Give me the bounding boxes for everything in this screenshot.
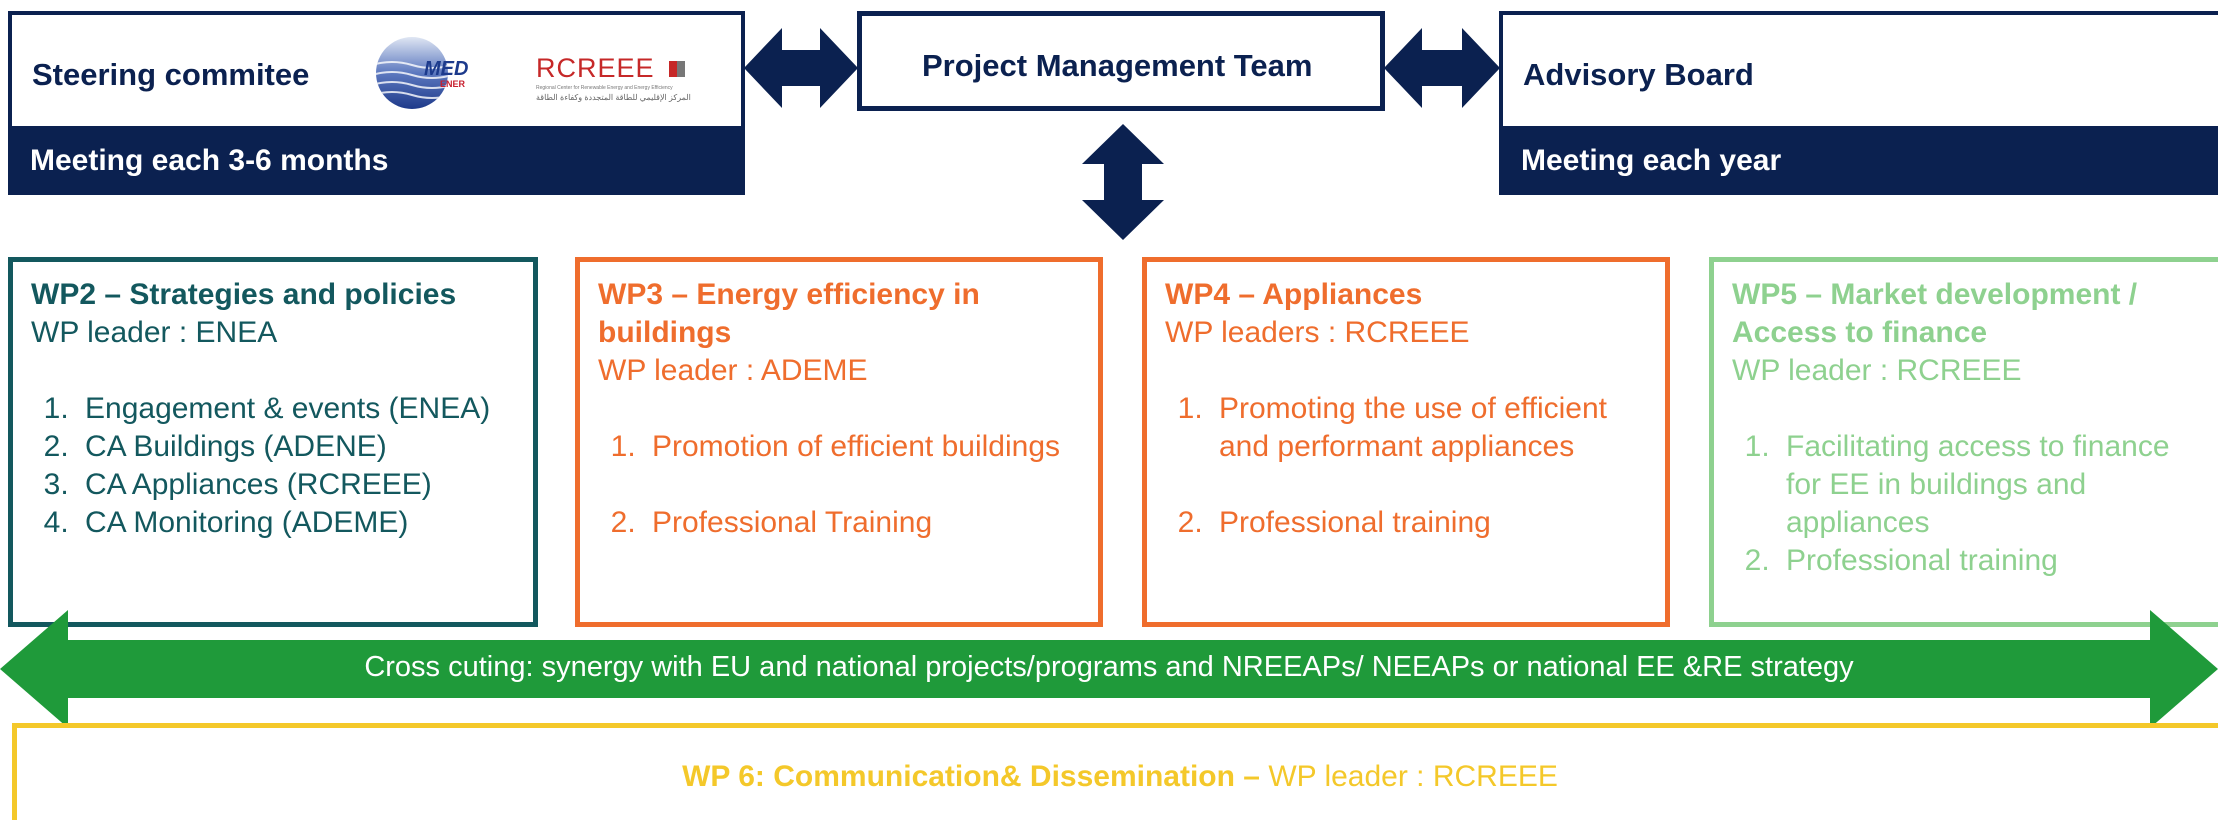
wp3-list: Promotion of efficient buildings Profess… [598,428,1080,542]
double-arrow-vertical-icon [1082,124,1164,240]
wp3-box: WP3 – Energy efficiency in buildings WP … [575,257,1103,627]
steering-meeting-bar: Meeting each 3-6 months [8,126,745,195]
list-item: CA Monitoring (ADEME) [77,504,515,542]
double-arrow-wide-icon [0,610,2218,728]
double-arrow-horizontal-icon [1384,28,1500,108]
wp2-box: WP2 – Strategies and policies WP leader … [8,257,538,627]
rcreee-logo: RCREEE Regional Center for Renewable Ene… [536,53,716,113]
wp2-list: Engagement & events (ENEA) CA Buildings … [31,390,515,542]
list-item: Facilitating access to finance for EE in… [1778,428,2191,542]
med-ener-logo: MED ENER [372,35,482,111]
wp5-box: WP5 – Market development / Access to fin… [1709,257,2218,627]
list-item: Professional training [1211,504,1647,542]
wp3-leader: WP leader : ADEME [598,354,868,387]
wp2-title: WP2 – Strategies and policies [31,278,457,311]
wp4-leader: WP leaders : RCREEE [1165,316,1470,349]
project-management-team-title: Project Management Team [922,48,1313,83]
list-item: Professional training [1778,542,2191,580]
list-item: Professional Training [644,504,1080,542]
wp2-leader: WP leader : ENEA [31,316,278,349]
advisory-board-box: Advisory Board [1499,11,2218,126]
wp5-leader: WP leader : RCREEE [1732,354,2022,387]
list-item: CA Buildings (ADENE) [77,428,515,466]
wp5-title-line1: WP5 – Market development / [1732,278,2138,311]
project-management-team-box: Project Management Team [857,11,1385,111]
wp3-title-line1: WP3 – Energy efficiency in [598,278,980,311]
rcreee-logo-caption-en: Regional Center for Renewable Energy and… [536,85,673,91]
steering-committee-box: Steering commitee MED ENER R [8,11,745,126]
advisory-board-title: Advisory Board [1523,57,1754,92]
wp6-title: WP 6: Communication& Dissemination – [682,760,1260,793]
list-item: Promotion of efficient buildings [644,428,1080,466]
rcreee-logo-text: RCREEE [536,53,655,83]
med-ener-logo-text: MED [424,58,468,80]
rcreee-logo-mark [669,61,685,77]
list-item: CA Appliances (RCREEE) [77,466,515,504]
wp4-title: WP4 – Appliances [1165,278,1423,311]
double-arrow-horizontal-icon [744,28,858,108]
steering-committee-title: Steering commitee [32,57,310,92]
rcreee-logo-caption-ar: المركز الإقليمي للطاقة المتجددة وكفاءة ا… [536,93,691,102]
list-item: Engagement & events (ENEA) [77,390,515,428]
wp6-box: WP 6: Communication& Dissemination – WP … [12,723,2218,820]
wp4-box: WP4 – Appliances WP leaders : RCREEE Pro… [1142,257,1670,627]
list-item: Promoting the use of efficient and perfo… [1211,390,1647,466]
wp5-title-line2: Access to finance [1732,316,1988,349]
wp3-title-line2: buildings [598,316,732,349]
med-ener-logo-subtext: ENER [440,79,466,89]
advisory-meeting-bar: Meeting each year [1499,126,2218,195]
wp4-list: Promoting the use of efficient and perfo… [1165,390,1647,542]
wp6-leader: WP leader : RCREEE [1268,760,1558,793]
wp5-list: Facilitating access to finance for EE in… [1732,428,2211,580]
cross-cutting-text: Cross cuting: synergy with EU and nation… [364,651,1854,683]
